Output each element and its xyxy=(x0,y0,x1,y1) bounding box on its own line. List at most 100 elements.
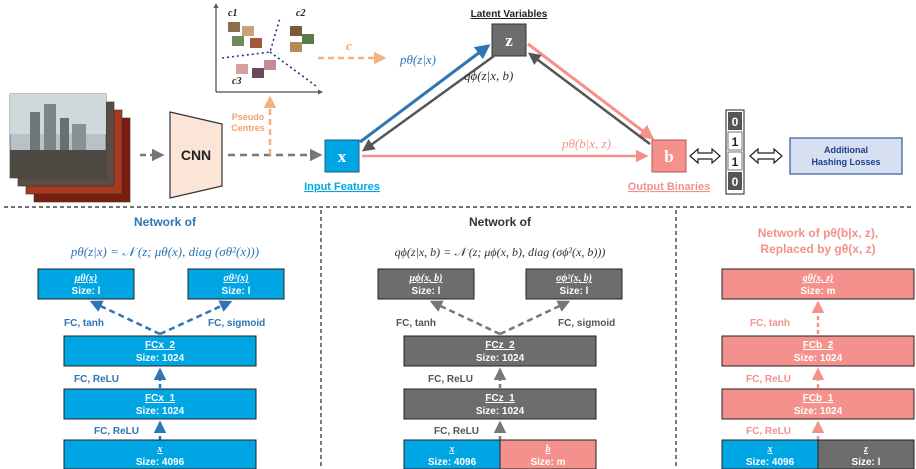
z-node-label: z xyxy=(505,31,513,50)
panel3-relu-a: FC, ReLU xyxy=(746,374,791,385)
b-node xyxy=(651,139,687,173)
panel1-fc2-box xyxy=(63,335,257,367)
panel1-sigma-box xyxy=(187,268,285,300)
panel3-fc2-name: FCb_2 xyxy=(803,340,834,351)
cluster-label-c1: c1 xyxy=(228,8,237,19)
cluster-plot: c1 c2 c3 xyxy=(213,3,323,95)
cluster-label-c3: c3 xyxy=(232,76,241,87)
edge-label-pb: pθ(b|x, z) xyxy=(561,136,611,151)
panel-pb-network: Network of pθ(b|x, z), Replaced by gθ(x,… xyxy=(721,226,915,469)
panel2-sigma-size: Size: l xyxy=(560,286,589,297)
panel2-relu-b: FC, ReLU xyxy=(434,426,479,437)
cnn-block xyxy=(169,111,223,199)
panel3-fc2-size: Size: 1024 xyxy=(794,353,843,364)
output-binaries-label: Output Binaries xyxy=(628,181,711,193)
panel1-fc2-size: Size: 1024 xyxy=(136,353,185,364)
panel3-fc2-box xyxy=(721,335,915,367)
panel3-input-x-name: x xyxy=(767,444,773,455)
panel2-fc1-name: FCz_1 xyxy=(485,393,515,404)
panel1-relu-b: FC, ReLU xyxy=(94,426,139,437)
panel2-input-x-box xyxy=(403,439,501,469)
panel2-input-x-size: Size: 4096 xyxy=(428,457,477,468)
bit-1: 1 xyxy=(732,135,739,149)
panel3-output-label: gθ(x, z) xyxy=(802,273,834,284)
panel2-input-b-size: Size: m xyxy=(530,457,565,468)
panel2-fc2-box xyxy=(403,335,597,367)
panel3-input-z-box xyxy=(817,439,915,469)
panel2-sigma-label: σϕ²(x, b) xyxy=(556,273,592,284)
panel2-fc2-size: Size: 1024 xyxy=(476,353,525,364)
z-node xyxy=(491,23,527,57)
panel2-input-x-name: x xyxy=(449,444,455,455)
panel1-title: Network of xyxy=(134,215,197,229)
pseudo-label-2: Centres xyxy=(231,123,265,133)
panel1-fc-tanh: FC, tanh xyxy=(64,318,104,329)
panel3-output-box xyxy=(721,268,915,300)
double-arrow-icon xyxy=(689,147,721,165)
x-node xyxy=(324,139,360,173)
panel2-input-b-name: b xyxy=(546,444,551,455)
panel3-relu-b: FC, ReLU xyxy=(746,426,791,437)
panel2-fc1-box xyxy=(403,388,597,420)
x-node-label: x xyxy=(338,147,347,166)
cnn-label: CNN xyxy=(181,147,211,163)
panel1-fc1-box xyxy=(63,388,257,420)
panel3-input-x-box xyxy=(721,439,819,469)
panel2-sigma-box xyxy=(525,268,623,300)
cluster-label-c2: c2 xyxy=(296,8,305,19)
panel1-input-box xyxy=(63,439,257,469)
edge-label-q: qϕ(z|x, b) xyxy=(464,68,513,83)
panel2-input-b-box xyxy=(499,439,597,469)
panel3-fc-tanh: FC, tanh xyxy=(750,318,790,329)
panel-q-network: Network of qϕ(z|x, b) = 𝒩 (z; μϕ(x, b), … xyxy=(377,215,623,469)
hashing-label-1: Additional xyxy=(824,145,868,155)
bit-3: 0 xyxy=(732,175,739,189)
panel2-mu-label: μϕ(x, b) xyxy=(408,273,442,284)
panel3-input-x-size: Size: 4096 xyxy=(746,457,795,468)
panel2-fc-sigmoid: FC, sigmoid xyxy=(558,318,615,329)
panel1-mu-label: μθ(x) xyxy=(74,273,97,284)
latent-title: Latent Variables xyxy=(471,9,548,20)
bit-0: 0 xyxy=(732,115,739,129)
panel2-relu-a: FC, ReLU xyxy=(428,374,473,385)
panel1-fc1-name: FCx_1 xyxy=(145,393,175,404)
panel3-fc1-box xyxy=(721,388,915,420)
panel1-input-size: Size: 4096 xyxy=(136,457,185,468)
panel3-fc1-name: FCb_1 xyxy=(803,393,834,404)
panel1-fc2-name: FCx_2 xyxy=(145,340,175,351)
input-image-stack xyxy=(9,93,131,203)
panel2-title: Network of xyxy=(469,215,532,229)
panel1-formula: pθ(z|x) = 𝒩 (z; μθ(x), diag (σθ²(x))) xyxy=(70,244,259,259)
edge-label-pz: pθ(z|x) xyxy=(399,52,436,67)
pseudo-label-1: Pseudo xyxy=(232,112,265,122)
panel1-mu-box xyxy=(37,268,135,300)
panel3-title-2: Replaced by gθ(x, z) xyxy=(760,242,875,256)
c-label: c xyxy=(346,38,352,53)
panel2-fc-tanh: FC, tanh xyxy=(396,318,436,329)
panel1-input-name: x xyxy=(157,444,163,455)
panel1-sigma-size: Size: l xyxy=(222,286,251,297)
panel3-input-z-size: Size: l xyxy=(852,457,881,468)
binary-code-column: 0 1 1 0 xyxy=(725,109,745,195)
input-features-label: Input Features xyxy=(304,181,380,193)
panel3-fc1-size: Size: 1024 xyxy=(794,406,843,417)
b-node-label: b xyxy=(664,147,673,166)
panel-pz-network: Network of pθ(z|x) = 𝒩 (z; μθ(x), diag (… xyxy=(37,215,285,469)
panel3-title-1: Network of pθ(b|x, z), xyxy=(758,226,879,240)
panel1-sigma-label: σθ²(x) xyxy=(223,273,248,284)
panel3-output-size: Size: m xyxy=(800,286,835,297)
panel1-fc-sigmoid: FC, sigmoid xyxy=(208,318,265,329)
panel1-fc1-size: Size: 1024 xyxy=(136,406,185,417)
panel1-relu-a: FC, ReLU xyxy=(74,374,119,385)
panel1-mu-size: Size: l xyxy=(72,286,101,297)
bit-2: 1 xyxy=(732,155,739,169)
panel2-mu-box xyxy=(377,268,475,300)
panel2-mu-size: Size: l xyxy=(412,286,441,297)
double-arrow-icon-2 xyxy=(749,147,783,165)
panel3-input-z-name: z xyxy=(863,444,868,455)
hashing-losses-box xyxy=(789,137,903,175)
panel2-fc1-size: Size: 1024 xyxy=(476,406,525,417)
hashing-label-2: Hashing Losses xyxy=(811,157,880,167)
panel2-fc2-name: FCz_2 xyxy=(485,340,515,351)
